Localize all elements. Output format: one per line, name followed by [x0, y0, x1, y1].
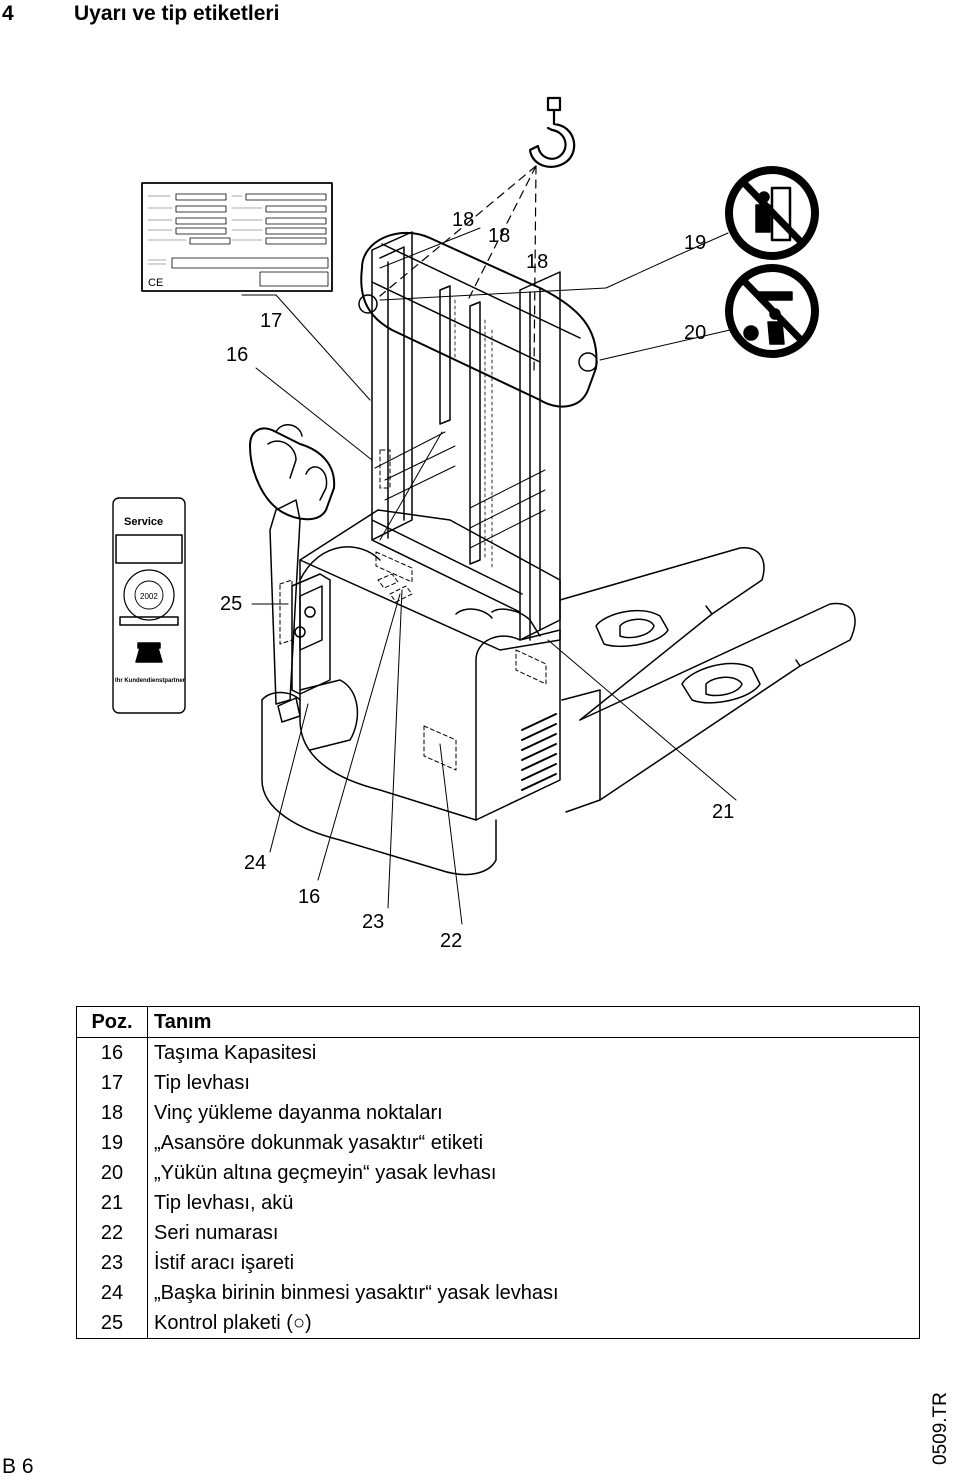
- callout-19: 19: [684, 232, 707, 254]
- desc-cell: Tip levhası, akü: [147, 1188, 920, 1218]
- callout-24: 24: [244, 852, 267, 874]
- callout-20: 20: [684, 322, 707, 344]
- service-label-title: Service: [124, 516, 163, 528]
- desc-cell: Taşıma Kapasitesi: [147, 1037, 920, 1068]
- ce-mark: CE: [148, 277, 163, 289]
- callout-25: 25: [220, 593, 243, 615]
- pos-cell: 17: [76, 1068, 148, 1098]
- pos-cell: 18: [76, 1098, 148, 1128]
- type-plate-illustration: CE: [141, 182, 333, 292]
- pos-cell: 19: [76, 1128, 148, 1158]
- section-number: 4: [2, 2, 14, 25]
- desc-cell: Tip levhası: [147, 1068, 920, 1098]
- pos-cell: 23: [76, 1248, 148, 1278]
- table-row: 20„Yükün altına geçmeyin“ yasak levhası: [76, 1158, 920, 1188]
- pos-header: Poz.: [76, 1006, 148, 1038]
- forks: [559, 547, 856, 813]
- pos-cell: 20: [76, 1158, 148, 1188]
- section-title: Uyarı ve tip etiketleri: [74, 2, 280, 25]
- callout-21: 21: [712, 801, 735, 823]
- service-label-illustration: Service 2002 Ihr Kundendienstpartner: [112, 497, 186, 714]
- desc-cell: „Yükün altına geçmeyin“ yasak levhası: [147, 1158, 920, 1188]
- desc-cell: „Asansöre dokunmak yasaktır“ etiketi: [147, 1128, 920, 1158]
- callout-18: 18: [526, 251, 549, 273]
- document-code: 0509.TR: [930, 1392, 951, 1465]
- leader-lines: [241, 227, 737, 925]
- no-touch-lift-sign-icon: [725, 166, 819, 260]
- pos-cell: 16: [76, 1037, 148, 1068]
- tiller-handle: [249, 424, 336, 723]
- table-row: 24„Başka birinin binmesi yasaktır“ yasak…: [76, 1278, 920, 1308]
- desc-cell: Seri numarası: [147, 1218, 920, 1248]
- callout-17: 17: [260, 310, 283, 332]
- truck-body: [261, 509, 561, 876]
- crane-hook-icon: [528, 96, 576, 168]
- desc-cell: İstif aracı işareti: [147, 1248, 920, 1278]
- pos-cell: 25: [76, 1308, 148, 1339]
- callout-16: 16: [226, 344, 249, 366]
- legend-header-row: Poz. Tanım: [76, 1006, 920, 1038]
- desc-cell: Vinç yükleme dayanma noktaları: [147, 1098, 920, 1128]
- telephone-icon: [135, 642, 163, 663]
- service-label-year: 2002: [140, 592, 158, 601]
- table-row: 19„Asansöre dokunmak yasaktır“ etiketi: [76, 1128, 920, 1158]
- page-number: B 6: [2, 1455, 34, 1478]
- desc-cell: Kontrol plaketi (○): [147, 1308, 920, 1339]
- callout-22: 22: [440, 930, 463, 952]
- desc-header: Tanım: [147, 1006, 920, 1038]
- callout-18: 18: [488, 225, 511, 247]
- no-passing-under-load-sign-icon: [725, 264, 819, 358]
- pos-cell: 21: [76, 1188, 148, 1218]
- pos-cell: 24: [76, 1278, 148, 1308]
- callout-18: 18: [452, 209, 475, 231]
- pos-cell: 22: [76, 1218, 148, 1248]
- pallet-stacker-illustration: CE Service 2002 I: [112, 96, 856, 925]
- desc-cell: „Başka birinin binmesi yasaktır“ yasak l…: [147, 1278, 920, 1308]
- callout-23: 23: [362, 911, 385, 933]
- service-label-footer: Ihr Kundendienstpartner: [115, 678, 186, 684]
- callout-16: 16: [298, 886, 321, 908]
- truck-mast: [358, 231, 598, 641]
